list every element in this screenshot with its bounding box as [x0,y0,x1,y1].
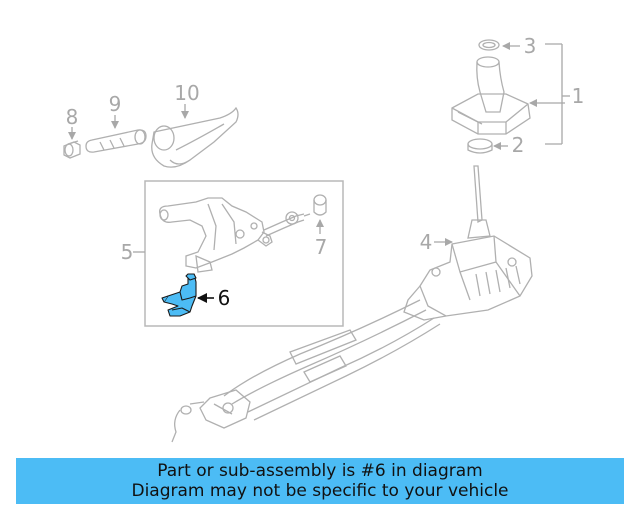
part-6-switch-highlighted [161,273,197,317]
part-2-bushing [467,138,493,154]
callout-3: 3 [524,34,537,58]
notice-banner: Part or sub-assembly is #6 in diagram Di… [16,458,624,504]
banner-line-2: Diagram may not be specific to your vehi… [131,481,509,501]
part-1-shift-boot [451,56,531,135]
callout-6: 6 [218,286,231,310]
part-10-handle [151,106,239,168]
callout-8: 8 [66,105,79,129]
callout-7: 7 [315,235,328,259]
part-5-bracket [159,197,273,273]
callout-2: 2 [512,133,525,157]
part-4-shifter-assembly [171,165,533,443]
exploded-parts-diagram: 8 9 10 5 7 [63,34,585,443]
part-3-ring [478,39,500,51]
callout-5: 5 [121,240,134,264]
callout-1: 1 [572,84,585,108]
banner-line-1: Part or sub-assembly is #6 in diagram [157,461,483,481]
callout-4: 4 [420,230,433,254]
bracket-1 [545,43,563,145]
part-9-grip [85,129,147,153]
group-5-box [144,180,344,327]
callout-9: 9 [109,92,122,116]
part-8-cap [63,140,81,159]
part-7-pin [263,194,327,237]
callout-10: 10 [174,81,199,105]
